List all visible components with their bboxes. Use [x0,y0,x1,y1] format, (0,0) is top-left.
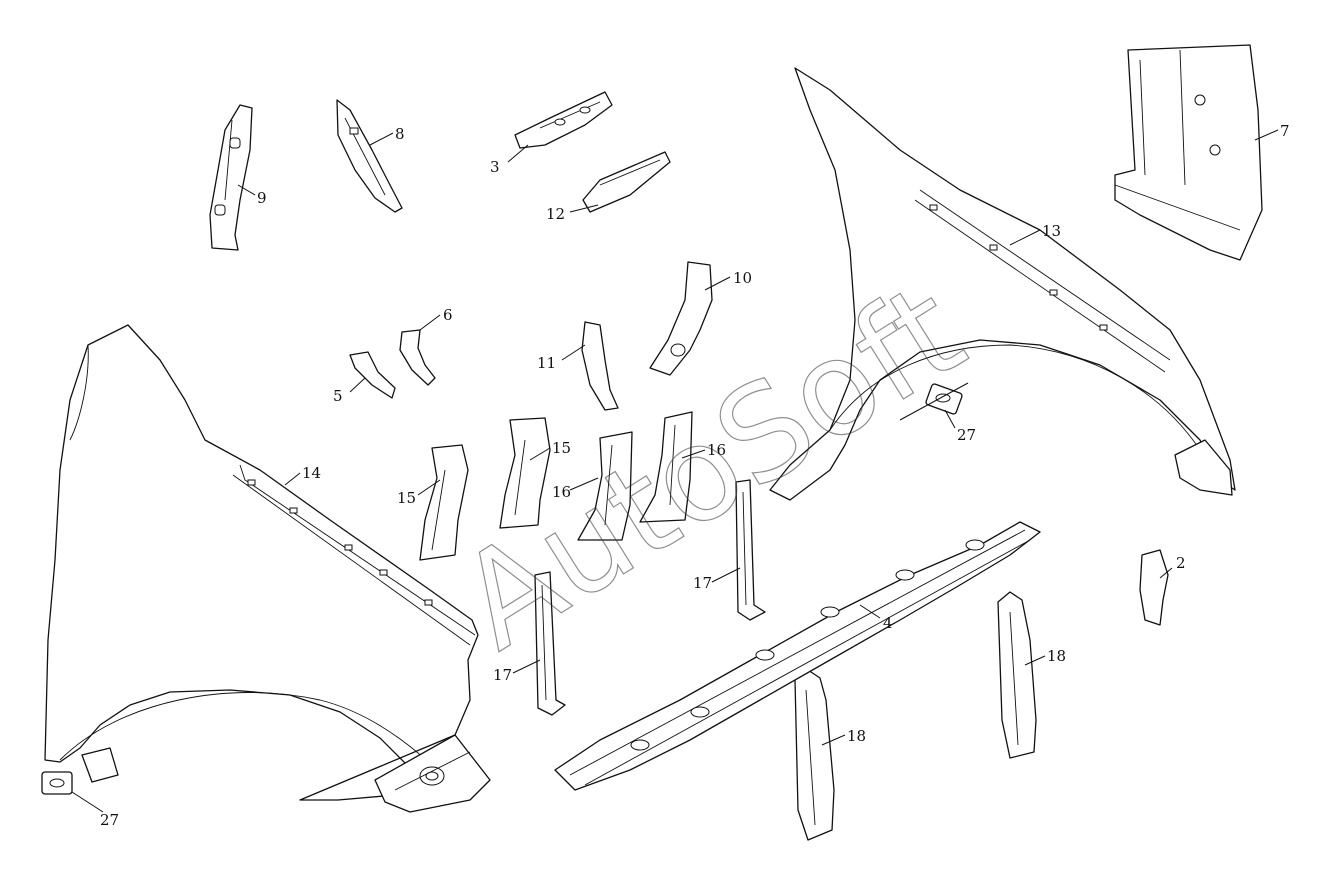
part-14-left-fender [44,324,479,801]
part-11-bracket [581,321,619,411]
part-7-box-bracket [1114,44,1263,261]
callout-27-left: 27 [100,811,119,829]
part-4-lower-beam [554,521,1041,791]
part-3-bracket [514,91,613,149]
part-16-right [639,411,693,523]
callout-8: 8 [395,125,405,143]
part-13-front-foot [1174,439,1233,496]
leader-lines [71,129,1279,813]
part-15-right [499,417,551,529]
part-9-bracket [209,104,253,251]
callout-7: 7 [1280,122,1290,140]
callout-17-right: 17 [693,574,712,592]
callout-4: 4 [883,614,893,632]
part-14-rear-foot [81,747,119,783]
part-8-bracket [336,99,403,213]
part-10-bracket [649,261,713,376]
part-6-bracket [399,329,436,386]
part-12-bracket [582,151,671,213]
callout-5: 5 [333,387,343,405]
callout-27-right: 27 [957,426,976,444]
callout-16-right: 16 [707,441,726,459]
part-17-right [735,479,766,621]
part-18-right [997,591,1037,759]
callout-17-left: 17 [493,666,512,684]
callout-18-right: 18 [1047,647,1066,665]
callout-labels: 2 3 4 5 6 7 8 9 10 11 12 13 14 15 15 16 … [100,122,1290,829]
part-16-left [577,431,633,541]
part-18-left [794,669,835,841]
part-5-bracket [349,351,396,399]
callout-11: 11 [537,354,556,372]
callout-18-left: 18 [847,727,866,745]
callout-9: 9 [257,189,267,207]
callout-15-right: 15 [552,439,571,457]
part-15-left [419,444,469,561]
callout-16-left: 16 [552,483,571,501]
callout-14: 14 [302,464,321,482]
part-14-lower-bracket [374,734,491,813]
callout-2: 2 [1176,554,1186,572]
part-2-bracket [1139,549,1169,626]
part-17-left [534,571,566,716]
callout-10: 10 [733,269,752,287]
part-27-left-grommet [41,771,73,795]
callout-6: 6 [443,306,453,324]
callout-15-left: 15 [397,489,416,507]
callout-12: 12 [546,205,565,223]
callout-3: 3 [490,158,500,176]
callout-13: 13 [1042,222,1061,240]
part-13-right-fender [769,67,1236,501]
